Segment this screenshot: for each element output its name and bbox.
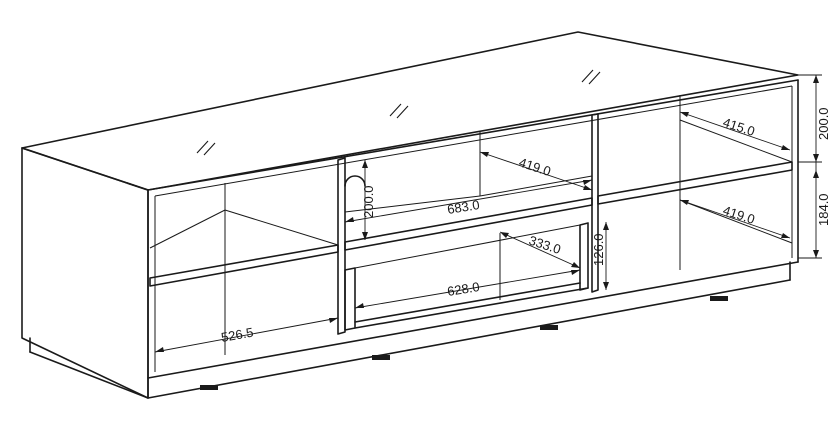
label-right-top-depth: 415.0 xyxy=(721,115,757,139)
dim-line-right-top-depth xyxy=(679,111,791,151)
label-drawer-depth: 333.0 xyxy=(527,233,563,257)
right-shelf xyxy=(597,161,793,205)
center-back-shelf xyxy=(479,175,593,197)
center-shelf xyxy=(344,197,593,251)
label-center-depth: 419.0 xyxy=(517,155,553,179)
dim-line-center-depth xyxy=(479,151,593,191)
arrowhead xyxy=(781,145,790,150)
cabinet-body xyxy=(21,31,799,399)
dim-line-center-width xyxy=(344,179,593,223)
arrowhead xyxy=(345,217,354,222)
arrowhead xyxy=(571,262,580,268)
label-left-bottom-depth: 526.5 xyxy=(220,325,255,345)
reflection-mark xyxy=(581,69,594,83)
label-drawer-width: 628.0 xyxy=(446,279,480,299)
drawer-bottom-front xyxy=(354,282,581,323)
drawer-top-edge xyxy=(354,224,581,269)
arrowhead xyxy=(583,185,592,190)
glass-reflections xyxy=(196,69,601,156)
cable-hole xyxy=(344,175,366,187)
divider-right xyxy=(591,113,599,293)
label-center-width: 683.0 xyxy=(446,197,480,217)
arrowhead xyxy=(500,232,509,238)
reflection-mark xyxy=(588,71,601,85)
reflection-mark xyxy=(203,142,216,156)
arrowhead xyxy=(329,318,338,323)
reflection-mark xyxy=(389,103,402,117)
drawer-front-left xyxy=(344,267,356,331)
divider-left xyxy=(337,157,346,335)
arrowhead xyxy=(583,180,592,185)
glass-top-front-edge xyxy=(147,79,799,191)
label-right-top-height: 200.0 xyxy=(816,107,831,140)
label-drawer-height: 126.0 xyxy=(591,233,606,266)
arrowhead xyxy=(680,112,689,117)
glass-top xyxy=(21,31,799,191)
label-right-bottom-height: 184.0 xyxy=(816,193,831,226)
plinth-bottom-edge xyxy=(147,279,791,399)
left-side-panel xyxy=(21,147,149,399)
arrowhead xyxy=(355,303,364,308)
dim-line-drawer-width xyxy=(354,269,581,309)
dim-line-left-bottom xyxy=(154,317,339,353)
arrowhead xyxy=(362,232,368,240)
dimension-lines xyxy=(154,74,822,353)
foot-3 xyxy=(540,325,558,330)
left-shelf-back xyxy=(224,209,339,246)
dim-line-drawer-depth xyxy=(499,231,581,269)
label-center-height: 200.0 xyxy=(361,185,376,218)
arrowhead xyxy=(813,250,819,258)
drawer-front-right xyxy=(579,222,589,291)
arrowhead xyxy=(813,170,819,178)
arrowhead xyxy=(813,154,819,162)
inner-top-edge xyxy=(154,85,793,197)
arrowhead xyxy=(155,347,164,352)
arrowhead xyxy=(480,152,489,157)
arrowhead xyxy=(603,282,609,290)
center-shelf-side xyxy=(344,195,481,213)
foot-1 xyxy=(200,385,218,390)
arrowhead xyxy=(571,270,580,275)
arrowhead xyxy=(603,222,609,230)
right-bottom-back xyxy=(679,199,793,244)
label-right-bottom-depth: 419.0 xyxy=(721,203,757,227)
plinth-left-bottom xyxy=(29,351,149,399)
foot-4 xyxy=(710,296,728,301)
dimension-labels: 526.5 419.0 683.0 200.0 333.0 628.0 126.… xyxy=(220,107,831,345)
dim-line-right-bottom-depth xyxy=(679,199,791,239)
arrowhead xyxy=(680,200,689,205)
arrowhead xyxy=(362,160,368,168)
drawer xyxy=(344,222,589,331)
arrowhead xyxy=(813,75,819,83)
right-shelf-back xyxy=(679,119,793,163)
drawer-bottom-edge xyxy=(354,287,589,329)
left-shelf xyxy=(149,244,339,287)
arrowhead xyxy=(781,233,790,238)
left-shelf-side xyxy=(149,209,226,249)
foot-2 xyxy=(372,355,390,360)
front-bottom-edge xyxy=(147,261,799,379)
reflection-mark xyxy=(396,105,409,119)
reflection-mark xyxy=(196,140,209,154)
